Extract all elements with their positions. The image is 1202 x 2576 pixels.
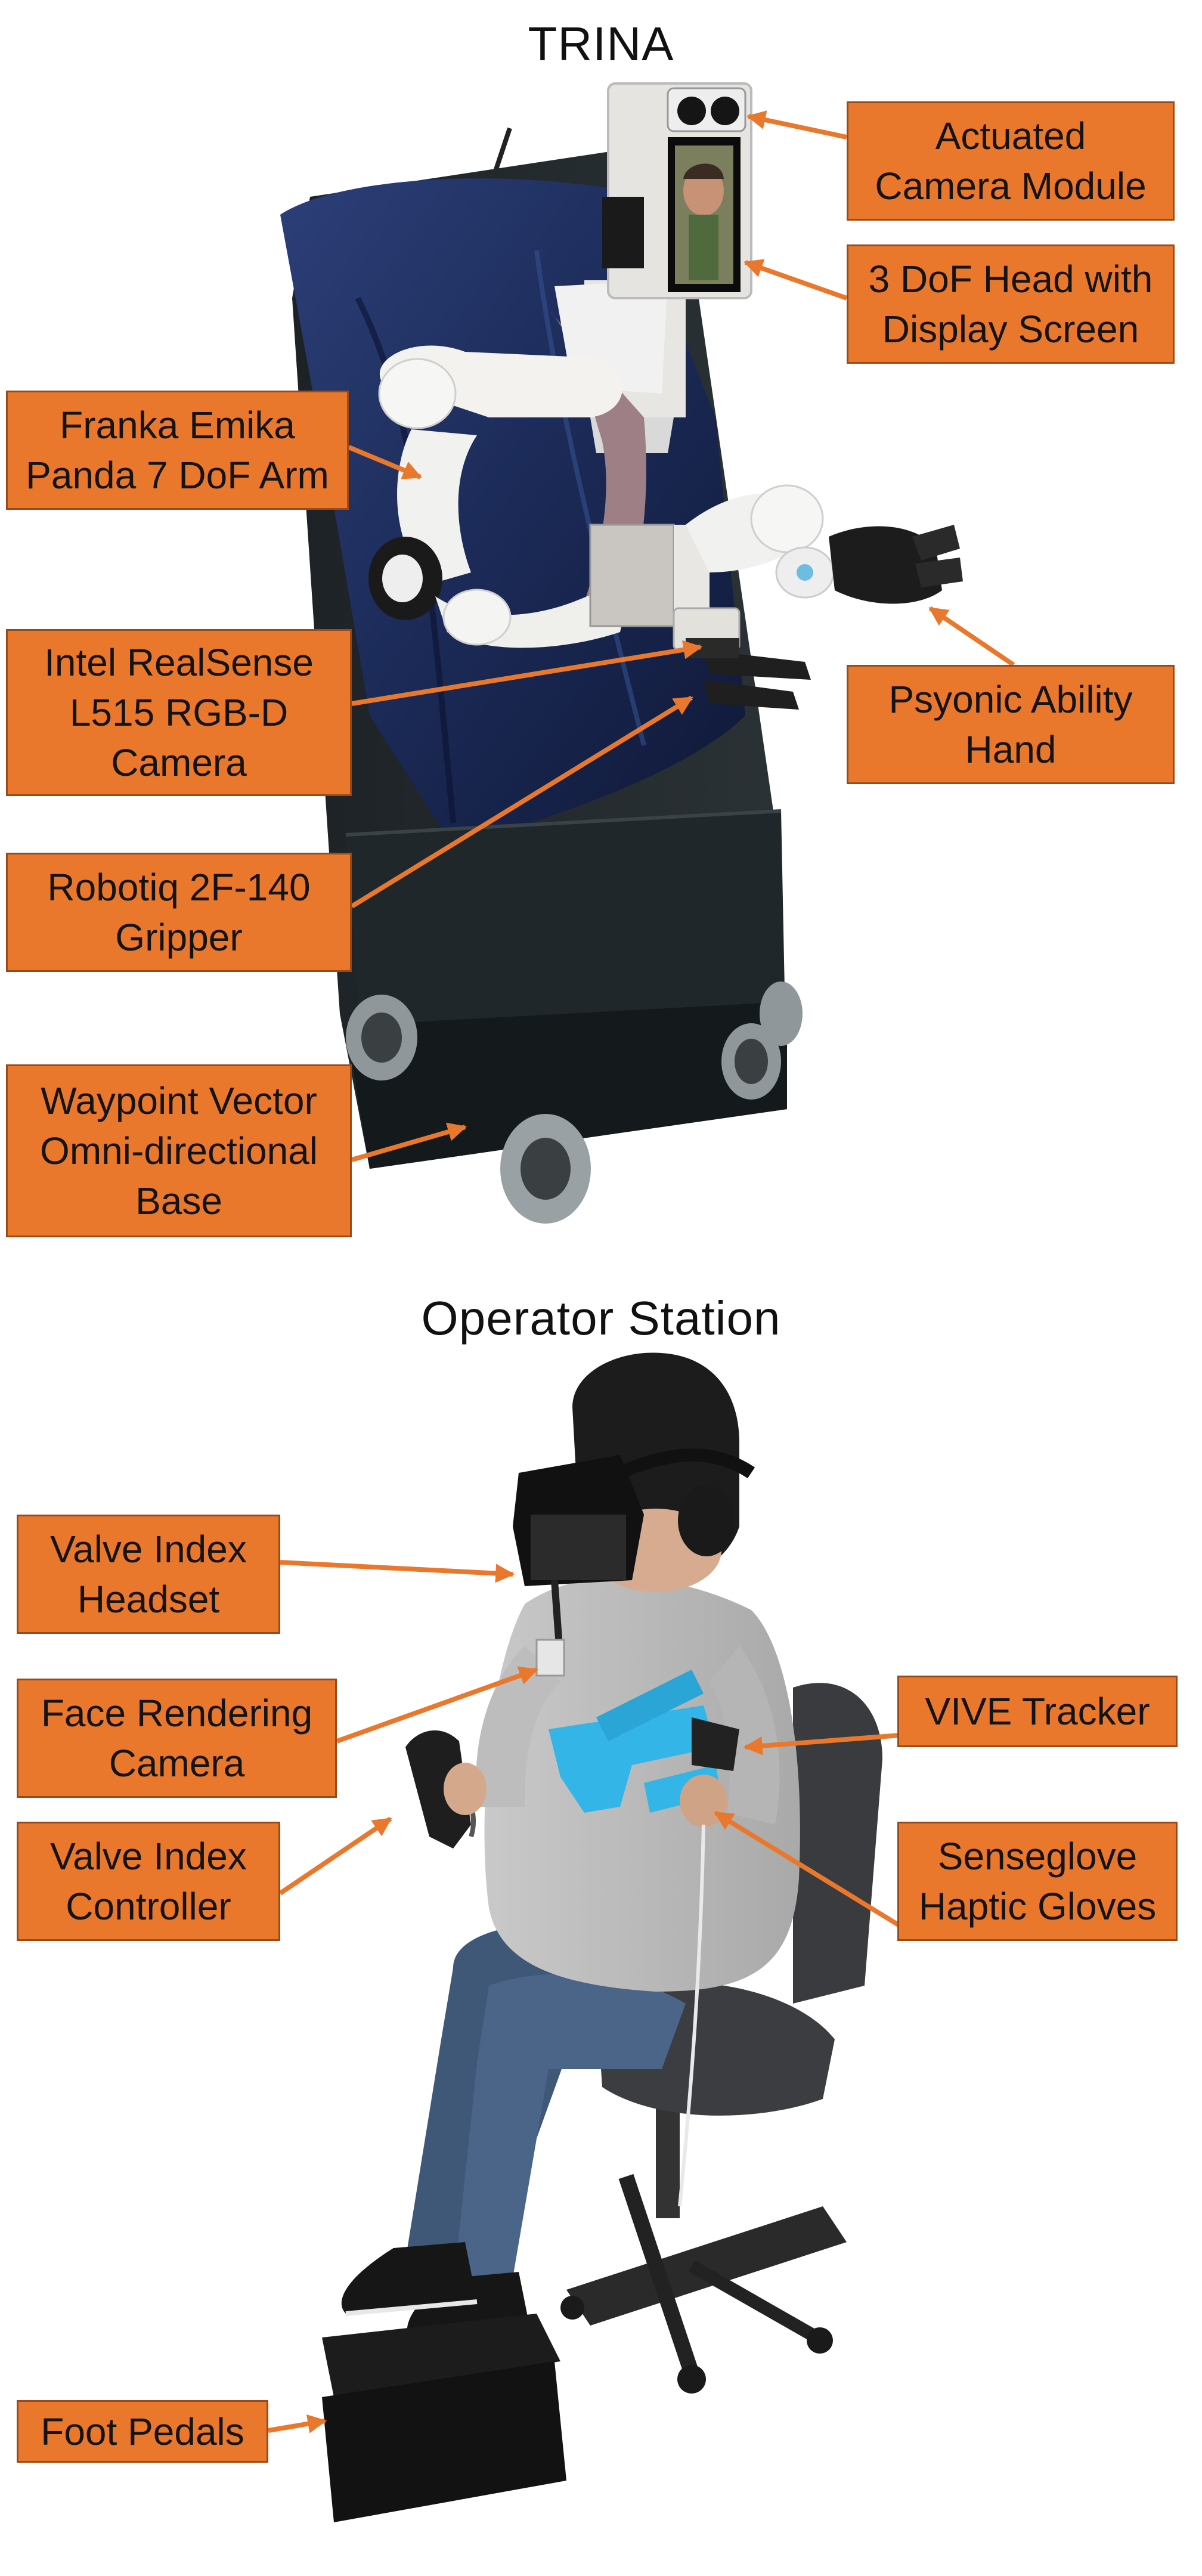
arrow-realsense bbox=[351, 640, 703, 706]
label-foot-pedals: Foot Pedals bbox=[17, 2400, 268, 2463]
arrow-robotiq bbox=[350, 695, 693, 909]
arrow-controller bbox=[278, 1816, 392, 1896]
arrow-actuated-camera bbox=[746, 110, 847, 140]
arrow-headset bbox=[280, 1560, 515, 1583]
arrow-franka-arm bbox=[348, 445, 422, 479]
arrow-vive-tracker bbox=[743, 1733, 901, 1755]
arrow-haptic-gloves bbox=[714, 1810, 902, 1928]
arrow-base bbox=[351, 1122, 467, 1162]
arrow-foot-pedals bbox=[268, 2414, 327, 2433]
label-vive-tracker: VIVE Tracker bbox=[897, 1676, 1178, 1747]
arrow-psyonic-hand bbox=[928, 606, 1015, 667]
arrow-head bbox=[743, 259, 848, 301]
operator-station-image bbox=[322, 1352, 882, 2522]
arrow-face-camera bbox=[336, 1666, 539, 1744]
operator-section-title: Operator Station bbox=[421, 1292, 781, 1345]
callout-arrows bbox=[268, 110, 1015, 2433]
robot-section-title: TRINA bbox=[528, 17, 674, 70]
